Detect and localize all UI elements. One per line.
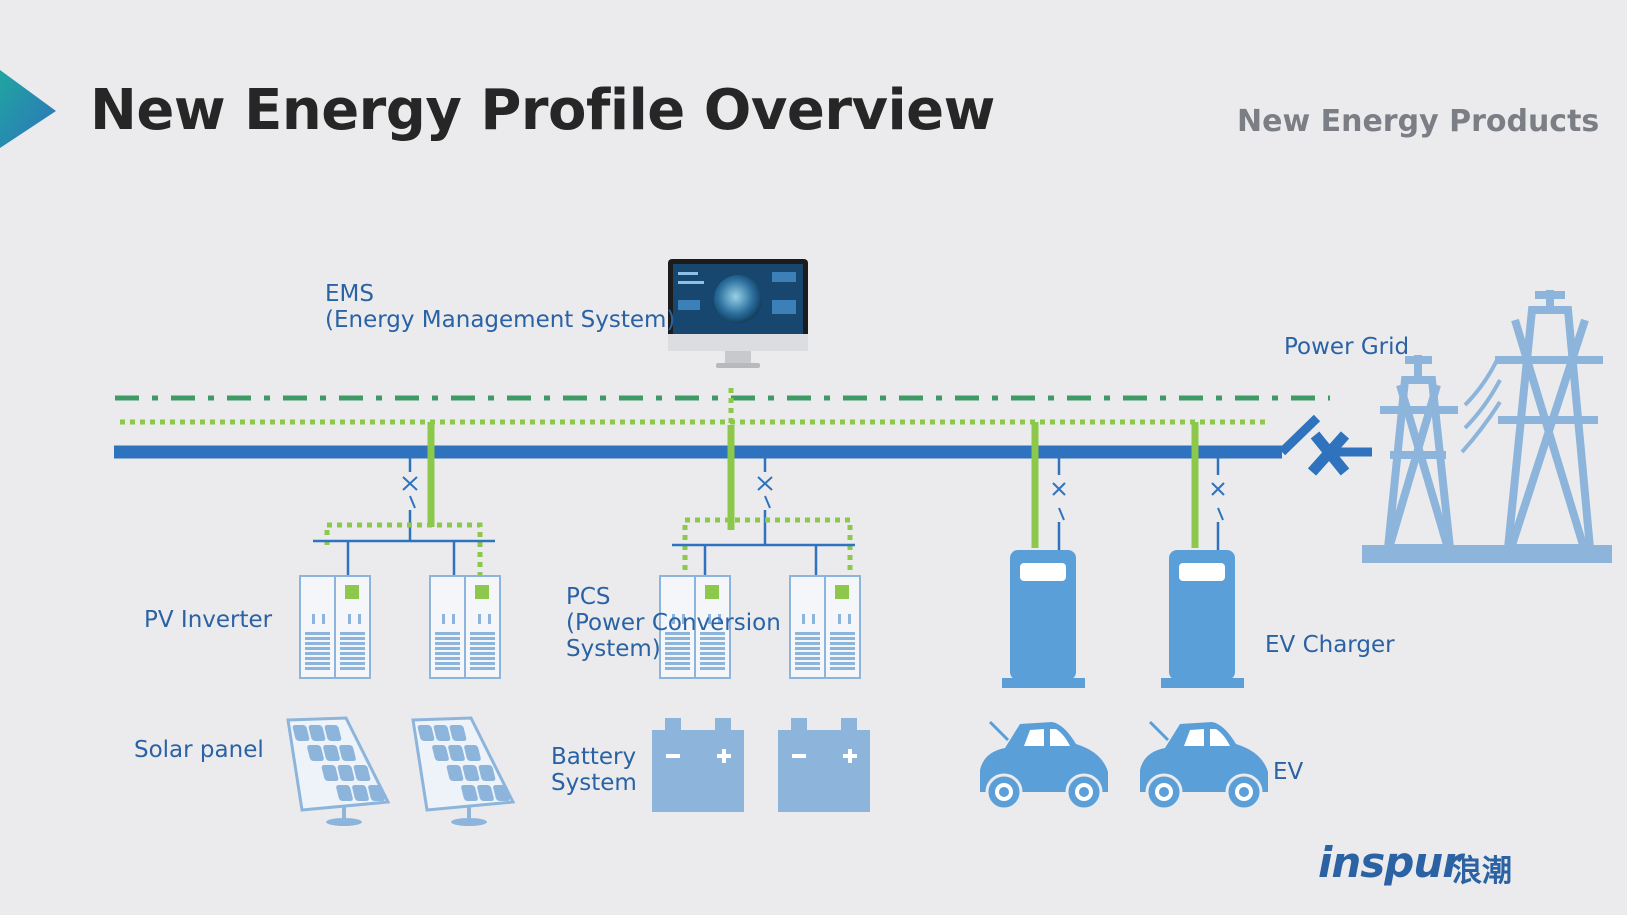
ev-car-icon [980,720,1108,811]
ems-label: EMS [325,281,374,307]
solar-panel-label: Solar panel [134,737,264,763]
solar-panel-icon [411,716,516,826]
pcs-cabinet-icon [659,575,731,679]
battery-label-line2: System [551,770,637,796]
pcs-label: PCS [566,584,611,610]
pv-inverter-cabinet-icon [299,575,371,679]
page-subtitle: New Energy Products [1237,104,1600,139]
brand-logo: inspur [1318,838,1463,887]
tower-base [1362,545,1612,563]
pcs-label-line3: System) [566,636,661,662]
battery-label: Battery [551,744,637,770]
pcs-label-line2: (Power Conversion [566,610,781,636]
ev-charger-label: EV Charger [1265,632,1395,658]
ev-label: EV [1273,759,1304,785]
pcs-group [672,425,855,580]
pv-inverter-group [313,422,495,580]
ems-monitor-icon [668,259,808,368]
ems-label-full: (Energy Management System) [325,307,676,333]
pv-inverter-label: PV Inverter [144,607,273,633]
pcs-cabinet-icon [789,575,861,679]
power-grid-label: Power Grid [1284,334,1410,360]
ev-charger-icon [1002,550,1085,688]
power-tower-icon [1380,290,1603,552]
battery-icon [778,718,870,812]
battery-icon [652,718,744,812]
page-title: New Energy Profile Overview [90,78,995,143]
ev-car-icon [1140,720,1268,811]
grid-breaker-icon [1278,414,1372,476]
solar-panel-icon [286,716,391,826]
brand-logo-cn: 浪潮 [1452,854,1512,889]
charger-links [1031,422,1225,552]
pv-inverter-cabinet-icon [429,575,501,679]
ev-charger-icon [1161,550,1244,688]
title-accent-triangle [0,70,56,148]
